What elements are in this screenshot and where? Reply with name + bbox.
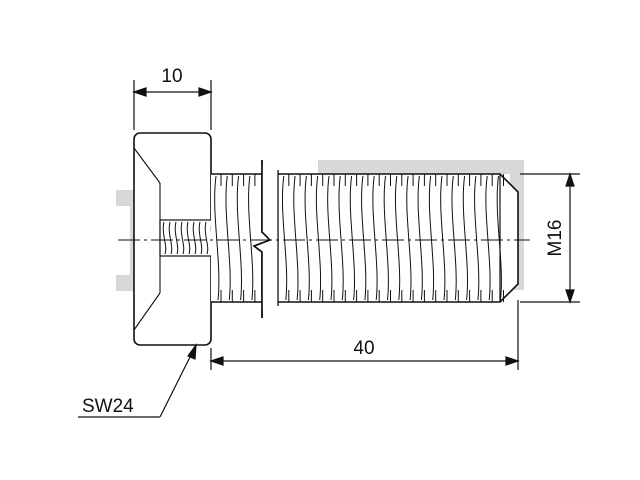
leader-wrench-size [78, 342, 197, 418]
wrench-size-label: SW24 [82, 396, 134, 417]
dim-length-label: 40 [353, 338, 374, 359]
head-internal-thread [159, 219, 221, 257]
dimension-thread-diameter [520, 172, 580, 304]
dim-head-height-label: 10 [161, 66, 182, 87]
dimension-head-height [132, 80, 213, 130]
dim-thread-label: M16 [545, 220, 566, 257]
threaded-shank [211, 160, 519, 318]
dimension-length [209, 300, 520, 370]
